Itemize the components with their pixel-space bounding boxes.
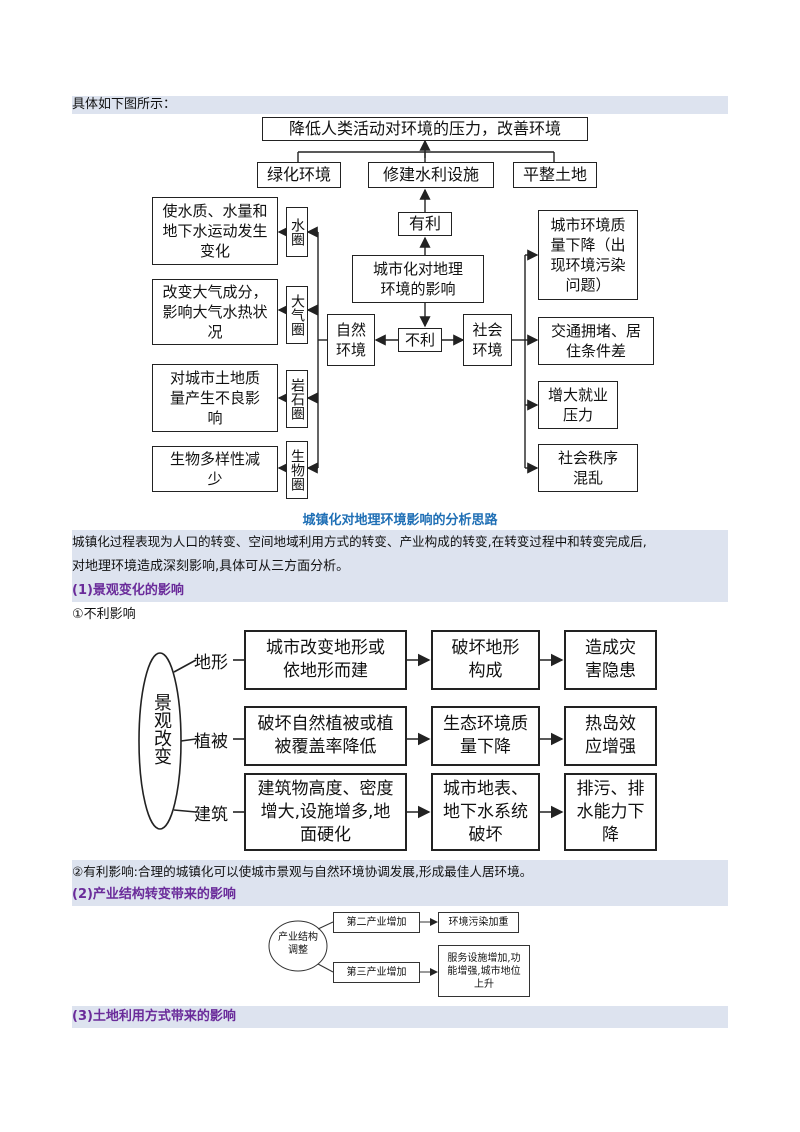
fig1-effect-bio: 生物多样性减少	[152, 446, 278, 492]
fig2-veg-b1: 破坏自然植被或植被覆盖率降低	[244, 706, 407, 766]
fig1-effect-rock: 对城市土地质量产生不良影响	[152, 364, 278, 432]
fig2-build-b1: 建筑物高度、密度增大,设施增多,地面硬化	[244, 773, 407, 851]
fig2-build-b3: 排污、排水能力下降	[564, 773, 657, 851]
fig2-veg-b3: 热岛效应增强	[564, 706, 657, 766]
heading-land-use: (3)土地利用方式带来的影响	[72, 1009, 236, 1024]
fig2-veg-b2: 生态环境质量下降	[431, 706, 540, 766]
heading-landscape: (1)景观变化的影响	[72, 583, 184, 598]
fig1-social-employment: 增大就业压力	[538, 381, 618, 429]
fig1-measure-greening: 绿化环境	[257, 162, 341, 188]
fig3-secondary: 第二产业增加	[333, 912, 420, 933]
fig1-effect-air: 改变大气成分，影响大气水热状况	[152, 279, 278, 345]
h2-band	[72, 884, 728, 906]
fig1-top-box: 降低人类活动对环境的压力，改善环境	[262, 117, 588, 141]
fig1-social-box: 社会环境	[463, 314, 512, 366]
intro-text: 具体如下图所示：	[72, 97, 177, 112]
fig1-social-order: 社会秩序混乱	[538, 444, 638, 492]
para-band	[72, 530, 728, 580]
favorable-band	[72, 860, 728, 884]
fig2-label-terrain: 地形	[194, 653, 228, 673]
fig1-social-quality: 城市环境质量下降（出现环境污染问题）	[538, 210, 638, 300]
fig2-build-b2: 城市地表、地下水系统破坏	[431, 773, 540, 851]
favorable-text: ②有利影响:合理的城镇化可以使城市景观与自然环境协调发展,形成最佳人居环境。	[72, 864, 533, 879]
fig3-pollution: 环境污染加重	[438, 912, 519, 933]
fig1-sphere-bio: 生物圈	[286, 441, 308, 499]
fig2-terrain-b3: 造成灾害隐患	[564, 630, 657, 690]
fig1-sphere-air: 大气圈	[286, 286, 308, 344]
fig2-terrain-b2: 破坏地形构成	[431, 630, 540, 690]
fig2-terrain-b1: 城市改变地形或依地形而建	[244, 630, 407, 690]
fig1-center-box: 城市化对地理环境的影响	[352, 255, 484, 303]
fig1-measure-water: 修建水利设施	[368, 162, 494, 188]
fig1-sphere-rock: 岩石圈	[286, 370, 308, 428]
fig1-social-traffic: 交通拥堵、居住条件差	[538, 317, 654, 365]
fig3-tertiary: 第三产业增加	[333, 962, 420, 983]
fig2-label-building: 建筑	[194, 805, 228, 825]
h3-band	[72, 1006, 728, 1028]
fig3-services: 服务设施增加,功能增强,城市地位上升	[438, 945, 530, 997]
fig1-unfavorable-box: 不利	[398, 328, 442, 352]
para1-line2: 对地理环境造成深刻影响,具体可从三方面分析。	[72, 559, 350, 574]
fig1-sphere-water: 水圈	[286, 207, 308, 257]
fig2-label-vegetation: 植被	[194, 732, 228, 752]
heading-industry: (2)产业结构转变带来的影响	[72, 887, 236, 902]
intro-band	[72, 96, 728, 114]
h1-band	[72, 580, 728, 602]
heading-unfavorable: ①不利影响	[72, 607, 136, 622]
fig1-measure-land: 平整土地	[513, 162, 597, 188]
fig2-root-label: 景观改变	[151, 693, 172, 765]
para1-line1: 城镇化过程表现为人口的转变、空间地域利用方式的转变、产业构成的转变,在转变过程中…	[72, 534, 647, 549]
fig3-root: 产业结构调整	[278, 932, 318, 956]
fig1-caption: 城镇化对地理环境影响的分析思路	[302, 513, 498, 528]
fig1-favorable-box: 有利	[398, 212, 452, 236]
fig1-natural-box: 自然环境	[327, 314, 375, 366]
fig1-effect-water: 使水质、水量和地下水运动发生变化	[152, 197, 278, 265]
